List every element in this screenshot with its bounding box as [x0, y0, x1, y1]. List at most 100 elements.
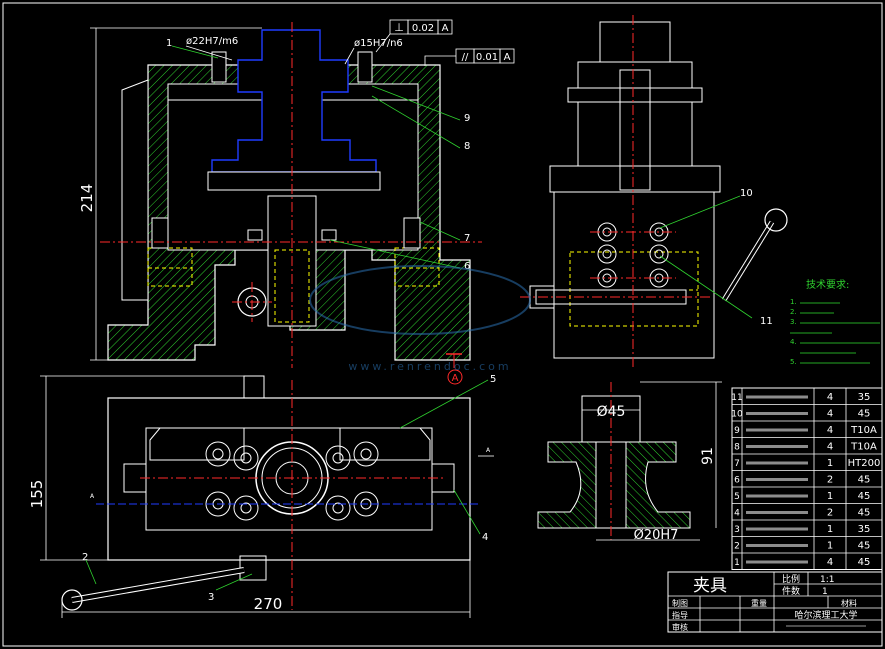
front-leaders [171, 45, 461, 269]
side-view: 10 11 [520, 15, 788, 368]
bom-no: 4 [734, 509, 740, 519]
bom-material: 45 [858, 491, 871, 502]
balloon-1: 1 [166, 38, 172, 49]
bom-no: 5 [734, 492, 740, 502]
bom-material: 45 [858, 409, 871, 420]
bom-no: 6 [734, 476, 740, 486]
svg-text:A: A [442, 23, 449, 34]
svg-text:A: A [504, 52, 511, 63]
balloon-5: 5 [490, 374, 496, 385]
front-view: 214 ø22H7/m6 ø15H7/n6 ⊥ 0.02 A // 0.01 A [78, 19, 515, 385]
bom-row: 7 1 HT200 [734, 458, 880, 469]
top-leaders [85, 379, 489, 591]
bom-no: 3 [734, 525, 740, 535]
bom-qty: 1 [827, 458, 833, 469]
balloon-4: 4 [482, 532, 488, 543]
detail-view: Ø45 Ø20H7 91 [537, 381, 722, 543]
bom-qty: 1 [827, 524, 833, 535]
datum-a-text: A [452, 373, 459, 384]
balloon-8: 8 [464, 141, 470, 152]
bom-qty: 4 [827, 392, 833, 403]
bom-qty: 1 [827, 541, 833, 552]
bom-row: 11 4 35 [731, 392, 870, 403]
svg-text:A: A [486, 447, 491, 454]
top-center-lines [140, 380, 446, 610]
fit-top-left: ø22H7/m6 [186, 36, 238, 47]
detail-dim-top: Ø45 [597, 404, 626, 420]
watermark-text: www.renrendoc.com [348, 360, 511, 373]
bom-qty: 4 [827, 425, 833, 436]
bom-material: 45 [858, 475, 871, 486]
bom-material: 45 [858, 557, 871, 568]
bom-no: 1 [734, 558, 740, 568]
front-dim-height-text: 214 [78, 184, 96, 213]
bom-qty: 4 [827, 409, 833, 420]
svg-text:指导: 指导 [672, 610, 688, 620]
bom-no: 11 [731, 393, 742, 403]
balloon-9: 9 [464, 113, 470, 124]
balloon-11: 11 [760, 316, 773, 327]
side-top-block [599, 21, 671, 63]
bom-no: 7 [734, 459, 740, 469]
watermark: www.renrendoc.com [309, 265, 531, 373]
bom-qty: 4 [827, 442, 833, 453]
front-bolts [151, 51, 421, 249]
tol-frame-perpendicular [375, 19, 453, 53]
bom-row: 5 1 45 [734, 491, 870, 502]
side-upper-block [577, 61, 693, 167]
svg-text:0.01: 0.01 [476, 52, 498, 63]
tech-item-3: 3. [790, 318, 797, 326]
bom-material: T10A [850, 425, 877, 436]
svg-text:0.02: 0.02 [412, 23, 434, 34]
tech-item-4: 4. [790, 338, 797, 346]
side-handle-knob [764, 208, 788, 232]
bom-material: 45 [858, 508, 871, 519]
bom-qty: 2 [827, 508, 833, 519]
bom-material: T10A [850, 442, 877, 453]
svg-text:审核: 审核 [672, 622, 688, 632]
title-block-school: 哈尔滨理工大学 [794, 609, 857, 621]
bom-row: 4 2 45 [734, 508, 870, 519]
bom-material: 35 [858, 392, 871, 403]
title-block: 夹具 比例 1:1 件数 1 重量 材料 制图 指导 审核 哈尔滨理工大学 [667, 571, 883, 633]
top-right-jaw [339, 427, 431, 461]
svg-text:比例: 比例 [782, 573, 800, 585]
balloon-2: 2 [82, 552, 88, 563]
bom-qty: 1 [827, 491, 833, 502]
bom-row: 10 4 45 [731, 409, 870, 420]
side-center-lines [520, 15, 712, 368]
svg-text:件数: 件数 [782, 585, 800, 597]
front-dim-height [90, 27, 262, 361]
tech-item-2: 2. [790, 308, 797, 316]
front-center-lines [100, 22, 482, 368]
bom-no: 2 [734, 542, 740, 552]
bom-material: 35 [858, 524, 871, 535]
bom-row: 3 1 35 [734, 524, 870, 535]
bom-material: HT200 [848, 458, 881, 469]
fit-top-right: ø15H7/n6 [354, 38, 403, 49]
top-dim-width-text: 270 [254, 595, 283, 613]
svg-text:制图: 制图 [672, 598, 688, 608]
bom-no: 10 [731, 410, 743, 420]
bom-qty: 2 [827, 475, 833, 486]
balloon-3: 3 [208, 592, 214, 603]
front-nut [207, 171, 381, 191]
detail-dims [582, 381, 722, 541]
tech-item-1: 1. [790, 298, 797, 306]
datum-a-circle [447, 369, 463, 385]
bom-no: 8 [734, 443, 740, 453]
svg-text:1: 1 [822, 587, 828, 597]
svg-text:A: A [90, 493, 95, 500]
svg-text://: // [462, 52, 469, 63]
top-left-jaw [149, 427, 245, 461]
tech-item-5: 5. [790, 358, 797, 366]
svg-text:重量: 重量 [751, 598, 767, 608]
top-view: A A 155 270 5 4 2 3 [28, 374, 496, 618]
bom-row: 8 4 T10A [734, 442, 877, 453]
